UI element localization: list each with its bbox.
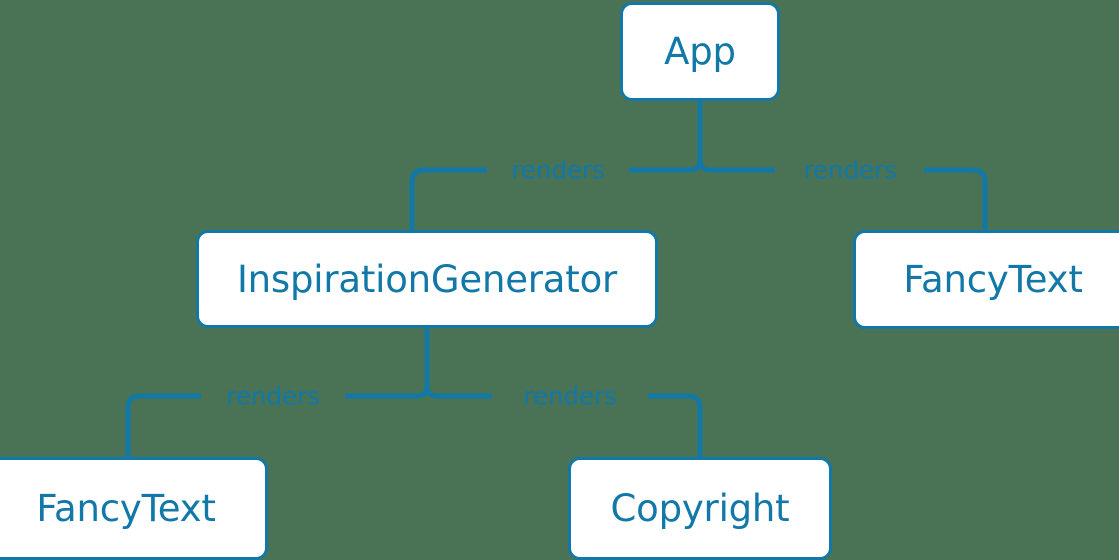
node-fancy-text-left-label: FancyText [36,487,216,530]
edge-label-app-to-inspgen: renders [511,155,605,185]
node-inspiration-generator-label: InspirationGenerator [236,257,618,301]
edge-inspgen-to-fancy-left-left-seg [125,393,201,457]
edge-app-to-fancy-right-right-seg [924,167,988,230]
node-fancy-text-right-label: FancyText [903,258,1083,301]
node-fancy-text-left[interactable]: FancyText [0,457,268,560]
edge-app-to-inspgen-right-seg [629,159,703,173]
node-app[interactable]: App [620,2,780,101]
edge-inspgen-to-fancy-left-right-seg [345,385,430,399]
edge-label-inspgen-to-fancy-left: renders [226,381,320,411]
node-copyright[interactable]: Copyright [568,457,832,560]
edge-label-inspgen-to-copyright: renders [523,381,617,411]
edge-inspgen-to-copyright-right-seg [648,393,703,457]
edge-app-to-fancy-right-left-seg [697,159,775,173]
edge-app-to-inspgen-left-seg [409,167,487,230]
node-copyright-label: Copyright [610,487,790,530]
edge-label-app-to-fancy-right: renders [803,155,897,185]
node-app-label: App [664,30,736,73]
node-inspiration-generator[interactable]: InspirationGenerator [196,230,658,328]
node-fancy-text-right[interactable]: FancyText [853,230,1119,329]
edge-inspgen-to-copyright-left-seg [424,385,492,399]
